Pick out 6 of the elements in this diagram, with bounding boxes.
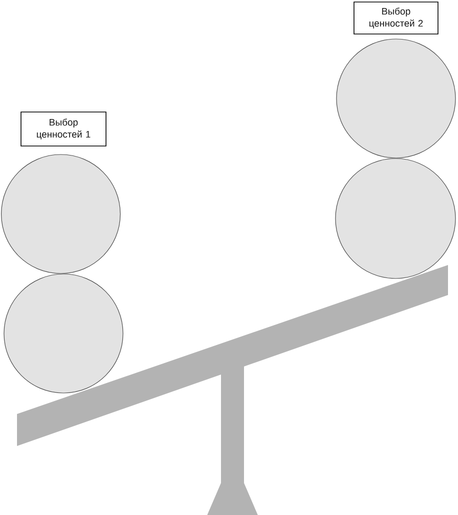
label-box: Выбор ценностей 1 — [20, 112, 106, 146]
circle — [4, 274, 124, 394]
label-box: Выбор ценностей 2 — [354, 2, 438, 34]
circle — [1, 154, 121, 274]
circle — [336, 38, 456, 158]
circle — [335, 158, 456, 279]
